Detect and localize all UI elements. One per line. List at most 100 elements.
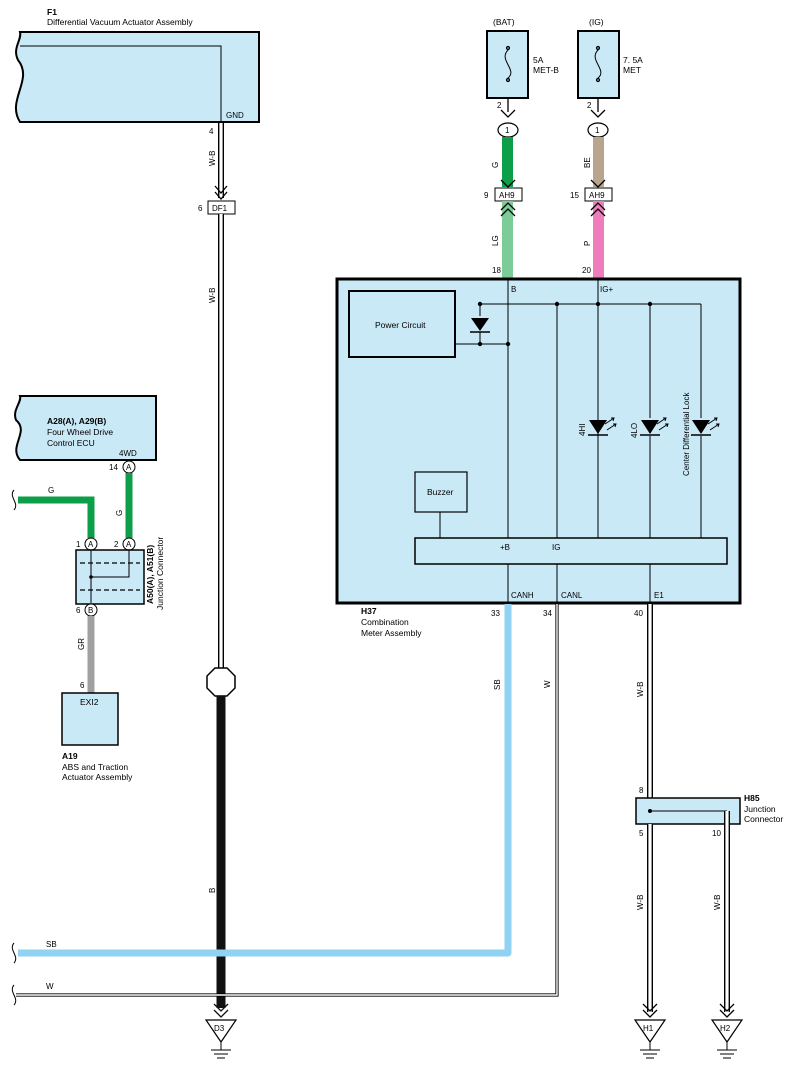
f1-internal-line bbox=[20, 45, 222, 122]
wire-label-p: P bbox=[583, 241, 592, 246]
diode-icon bbox=[470, 318, 490, 333]
led-4hi-label: 4HI bbox=[578, 424, 587, 436]
f1-actuator: F1 Differential Vacuum Actuator Assembly… bbox=[14, 7, 260, 136]
jc-a50-pin1-conn: A bbox=[88, 540, 94, 549]
meter-bus-box bbox=[414, 537, 728, 565]
wire-wb-h2: W-B bbox=[713, 811, 735, 1018]
ecu-pin-label: 4WD bbox=[119, 449, 137, 458]
jc-a50-pin6: 6 bbox=[76, 606, 81, 615]
fuse-bat-name: MET-B bbox=[533, 65, 559, 75]
junction-a50: A 1 A 2 A50(A), A51(B) Junction Connecto… bbox=[75, 537, 165, 617]
wire-g-fuse: G bbox=[491, 137, 516, 188]
meter-name-2: Meter Assembly bbox=[361, 628, 422, 638]
wire-label-b: B bbox=[208, 888, 217, 893]
wire-label-wb-top: W-B bbox=[208, 151, 217, 166]
wire-label-wb-h2: W-B bbox=[713, 895, 722, 910]
fuse-ig-conn: 1 bbox=[587, 122, 609, 138]
buzzer-box bbox=[414, 471, 468, 513]
f1-name: Differential Vacuum Actuator Assembly bbox=[47, 17, 193, 27]
connector-ah9-ig-label: AH9 bbox=[589, 191, 605, 200]
fuse-bat-source: (BAT) bbox=[493, 17, 515, 27]
abs-box-label: EXI2 bbox=[80, 697, 99, 707]
connector-ah9-bat-pin: 9 bbox=[484, 191, 489, 200]
meter-pin-ig: 20 bbox=[582, 266, 591, 275]
wire-label-sb-bottom: SB bbox=[46, 940, 57, 949]
wire-p: P 20 bbox=[582, 201, 606, 279]
wire-wb-f1: W-B bbox=[208, 123, 228, 200]
h85-pin-in: 8 bbox=[639, 786, 644, 795]
junction-h85: H85 Junction Connector 5 10 bbox=[635, 793, 783, 838]
meter-label-canl: CANL bbox=[561, 591, 583, 600]
f1-code: F1 bbox=[47, 7, 57, 17]
meter-code: H37 bbox=[361, 606, 377, 616]
wire-label-wb-e1: W-B bbox=[636, 682, 645, 697]
connector-df1-label: DF1 bbox=[212, 204, 228, 213]
meter-bus-ig: IG bbox=[552, 543, 560, 552]
wire-label-w-bottom: W bbox=[46, 982, 54, 991]
led-cdl-icon: Center Differential Lock bbox=[682, 392, 720, 476]
wire-sb-path bbox=[18, 604, 512, 957]
led-cdl-label: Center Differential Lock bbox=[682, 392, 691, 476]
fuse-bat-conn: 1 bbox=[497, 122, 519, 138]
ground-h2-label: H2 bbox=[720, 1024, 731, 1033]
wire-wb-h1: W-B bbox=[636, 824, 658, 1018]
wire-sb: SB SB bbox=[11, 604, 512, 964]
abs-actuator: EXI2 A19 ABS and Traction Actuator Assem… bbox=[61, 692, 133, 782]
wire-label-g-ecu: G bbox=[115, 510, 124, 516]
wire-wb-df1-splice: W-B bbox=[208, 214, 224, 668]
connector-ah9-ig-pin: 15 bbox=[570, 191, 579, 200]
connector-ah9-bat: AH9 9 bbox=[484, 187, 523, 202]
wire-lg-body bbox=[502, 201, 513, 279]
ecu-name-1: Four Wheel Drive bbox=[47, 427, 113, 437]
wire-be-body bbox=[593, 137, 604, 187]
ecu-code: A28(A), A29(B) bbox=[47, 416, 106, 426]
connector-df1: DF1 6 bbox=[198, 200, 236, 215]
meter-name-1: Combination bbox=[361, 617, 409, 627]
h85-name-2: Connector bbox=[744, 814, 783, 824]
abs-name-1: ABS and Traction bbox=[62, 762, 128, 772]
fuse-ig-conn-label: 1 bbox=[595, 126, 600, 135]
fuse-ig: (IG) 7. 5A MET 2 bbox=[577, 17, 643, 110]
meter-pin-e1: 40 bbox=[634, 609, 643, 618]
ground-h1: H1 bbox=[633, 1019, 667, 1059]
wire-g-left: G bbox=[11, 486, 95, 538]
wire-w: W W bbox=[11, 604, 559, 1006]
meter-pin-b: 18 bbox=[492, 266, 501, 275]
fuse-bat-rating: 5A bbox=[533, 55, 544, 65]
ground-d3: D3 bbox=[204, 1019, 238, 1059]
abs-pin: 6 bbox=[80, 681, 85, 690]
led-4lo-label: 4LO bbox=[630, 423, 639, 438]
led-4hi-icon: 4HI bbox=[578, 417, 617, 436]
jc-a50-pin1: 1 bbox=[76, 540, 81, 549]
meter-label-ig: IG+ bbox=[600, 285, 613, 294]
wire-wb-e1: W-B 8 bbox=[636, 604, 653, 798]
f1-pin: 4 bbox=[209, 127, 214, 136]
meter-bus-b: +B bbox=[500, 543, 510, 552]
connector-ah9-bat-label: AH9 bbox=[499, 191, 515, 200]
wire-label-g-fuse: G bbox=[491, 162, 500, 168]
jc-a50-pin2-conn: A bbox=[126, 540, 132, 549]
abs-name-2: Actuator Assembly bbox=[62, 772, 133, 782]
f1-pin-label: GND bbox=[226, 111, 244, 120]
h85-pin-out2: 10 bbox=[712, 829, 721, 838]
wire-be: BE bbox=[583, 137, 606, 188]
h85-code: H85 bbox=[744, 793, 760, 803]
wire-label-w-vert: W bbox=[543, 680, 552, 688]
fuse-ig-rating: 7. 5A bbox=[623, 55, 643, 65]
jc-a50-code: A50(A), A51(B) bbox=[145, 545, 155, 604]
wire-label-wb-h1: W-B bbox=[636, 895, 645, 910]
power-circuit-box bbox=[348, 290, 456, 358]
h85-name-1: Junction bbox=[744, 804, 776, 814]
fuse-ig-stub bbox=[590, 98, 606, 118]
wire-label-wb-mid: W-B bbox=[208, 288, 217, 303]
power-circuit-label: Power Circuit bbox=[375, 320, 426, 330]
splice-octagon bbox=[206, 667, 236, 697]
meter-pin-canh: 33 bbox=[491, 609, 500, 618]
ecu-4wd: A28(A), A29(B) Four Wheel Drive Control … bbox=[14, 395, 157, 474]
meter-assembly: B IG+ Power Circuit 4HI 4LO bbox=[335, 277, 742, 638]
wire-lg: LG 18 bbox=[491, 201, 516, 279]
ground-h1-label: H1 bbox=[643, 1024, 654, 1033]
wire-label-lg: LG bbox=[491, 235, 500, 246]
meter-internal-wiring bbox=[439, 279, 702, 538]
buzzer-label: Buzzer bbox=[427, 487, 454, 497]
